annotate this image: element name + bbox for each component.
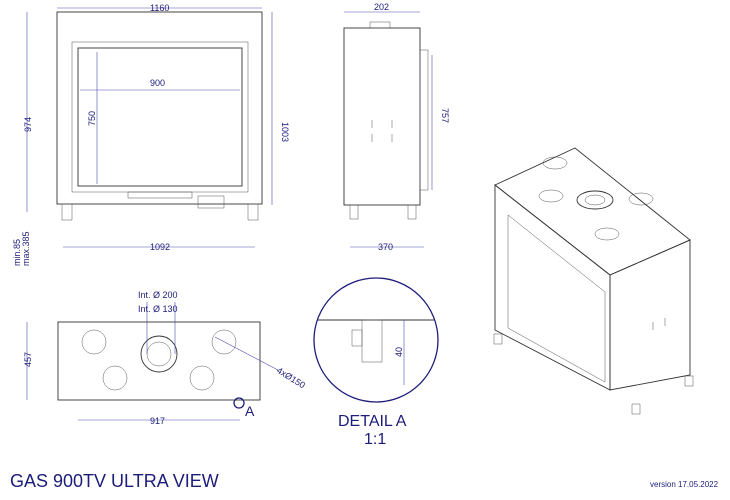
version-label: version 17.05.2022	[650, 480, 719, 489]
dim-feet-min: min.85	[12, 239, 22, 266]
side-view: 202 757 370	[343, 2, 450, 252]
label-holes: 4xØ150	[275, 365, 307, 390]
dim-top-depth: 457	[23, 352, 33, 367]
dim-detail: 40	[394, 347, 404, 357]
detail-label: DETAIL A	[338, 413, 407, 430]
dim-top-width: 202	[374, 2, 389, 12]
isometric-view	[493, 147, 694, 415]
detail-marker: A	[245, 403, 255, 419]
dim-feet-width: 1092	[150, 242, 170, 252]
dim-top-width: 917	[150, 416, 165, 426]
dim-glass-height: 750	[87, 111, 97, 126]
dim-height-right: 1003	[280, 122, 290, 142]
label-flue-inner: Int. Ø 130	[138, 304, 178, 314]
dim-width-total: 1160	[150, 3, 169, 13]
dim-height-left: 974	[23, 117, 33, 132]
detail-scale: 1:1	[364, 431, 386, 448]
dim-feet-max: max.385	[21, 231, 31, 266]
label-flue-outer: Int. Ø 200	[138, 290, 178, 300]
dim-glass-width: 900	[150, 78, 165, 88]
dim-depth: 370	[378, 242, 393, 252]
top-view: Int. Ø 200 Int. Ø 130 457 917 4xØ150 A	[23, 290, 307, 426]
detail-a: 40 DETAIL A 1:1	[313, 277, 439, 448]
dim-side-height: 757	[440, 108, 450, 123]
drawing-title: GAS 900TV ULTRA VIEW	[10, 471, 219, 491]
front-view: 1160 974 1003 900 750 1092 min.85 max.38…	[12, 3, 290, 266]
